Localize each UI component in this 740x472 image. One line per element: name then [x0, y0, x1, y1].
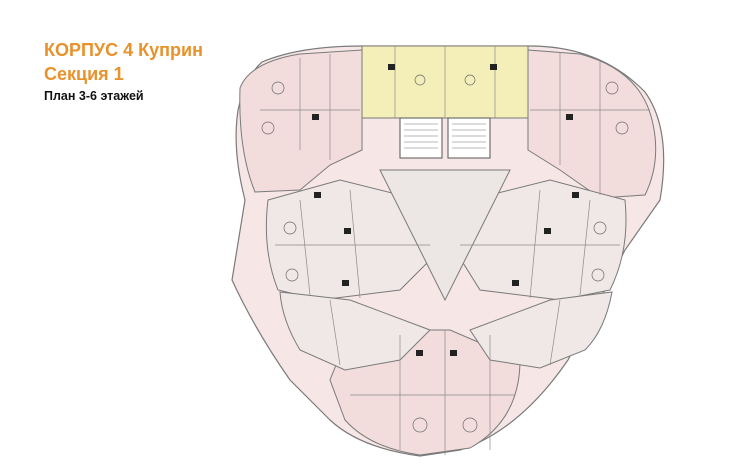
stair-core-right — [447, 117, 491, 159]
wing-right-low — [469, 291, 613, 369]
floors-subtitle: План 3-6 этажей — [44, 89, 144, 103]
title-block: КОРПУС 4 Куприн Секция 1 План 3-6 этажей — [44, 38, 203, 105]
central-corridor — [379, 169, 511, 302]
building-title: КОРПУС 4 Куприн — [44, 40, 203, 60]
wing-left-top — [239, 49, 363, 193]
apartment-badges — [312, 64, 579, 356]
stair-core-left — [399, 117, 443, 159]
furniture — [261, 74, 629, 433]
section-title: Секция 1 — [44, 64, 124, 84]
wing-left-low — [279, 291, 431, 371]
room-partitions — [260, 46, 650, 455]
